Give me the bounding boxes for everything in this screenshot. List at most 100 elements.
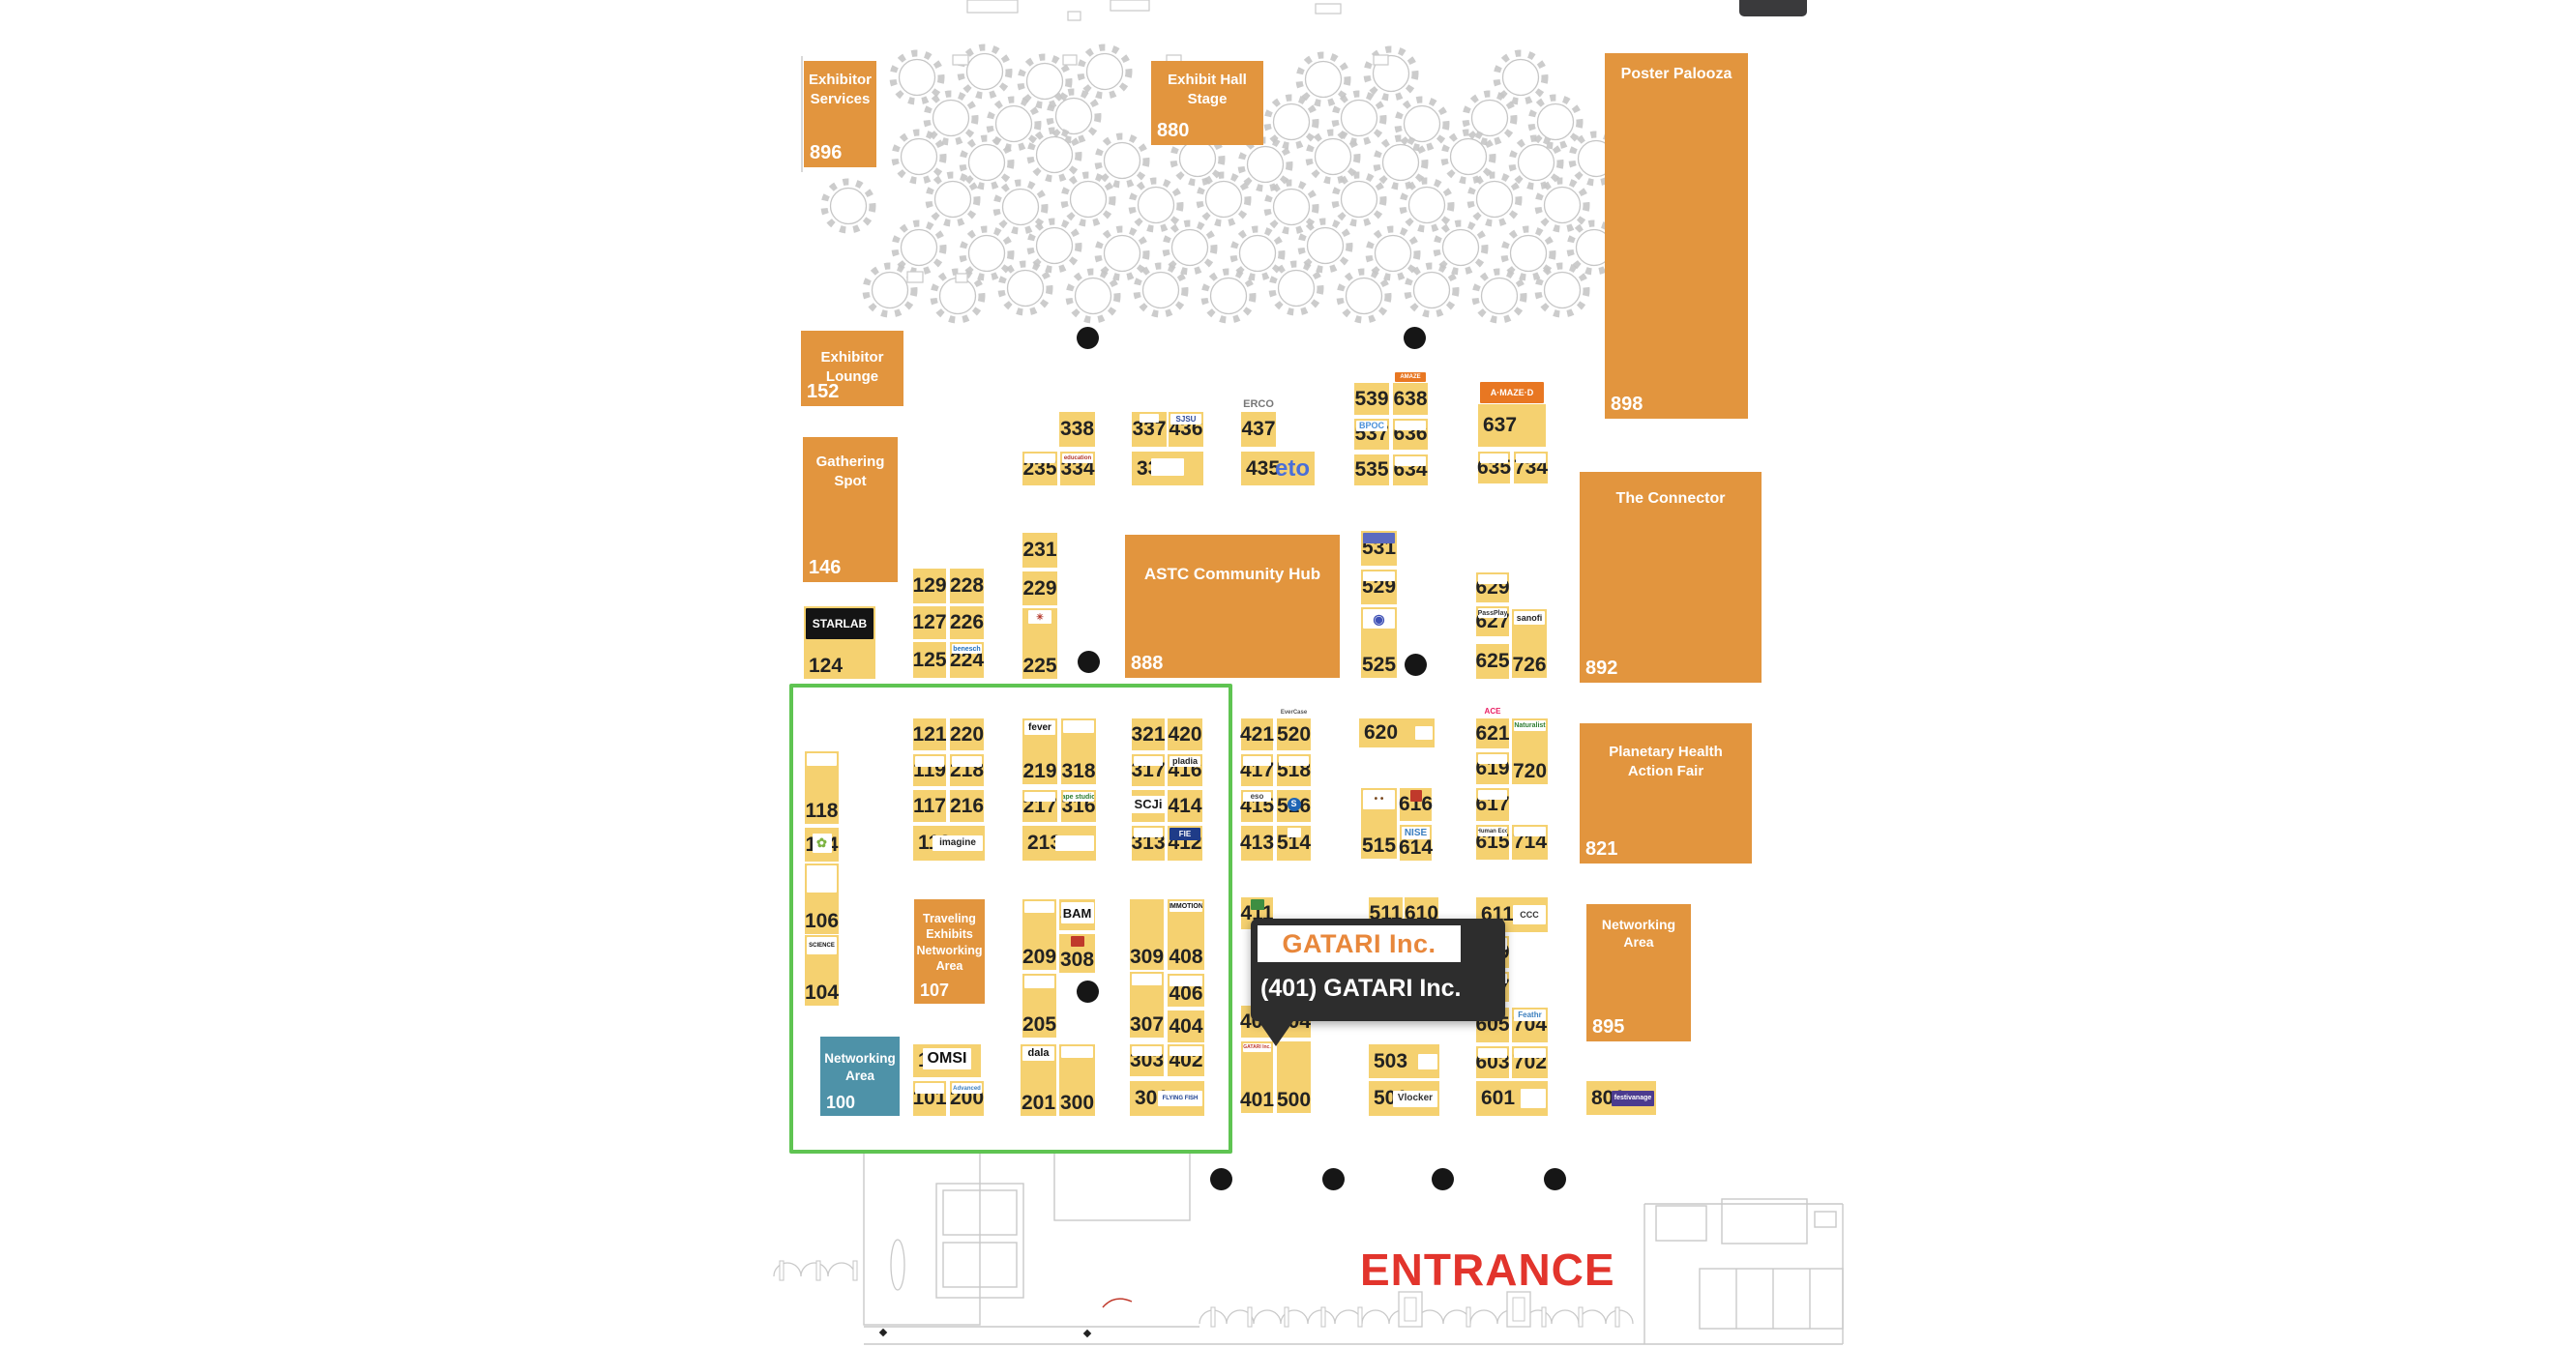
booth-225[interactable]: ✳225 [1022,608,1057,679]
booth-414[interactable]: 414 [1168,790,1202,822]
booth-634[interactable]: 634 [1393,454,1428,485]
booth-310[interactable]: BAM310 [1059,899,1095,930]
booth-616[interactable]: 616 [1399,788,1433,821]
booth-620[interactable]: 620 [1359,718,1435,747]
booth-734[interactable]: 734 [1514,452,1548,483]
booth-402[interactable]: 402 [1168,1044,1204,1076]
booth-106[interactable]: 106 [805,864,839,934]
booth-338[interactable]: 338 [1059,412,1095,447]
booth-500[interactable]: 500 [1277,1041,1311,1113]
booth-121[interactable]: 121 [912,707,947,750]
booth-308[interactable]: 308 [1059,934,1095,973]
booth-318[interactable]: 318 [1061,718,1096,784]
booth-209[interactable]: 209 [1022,899,1056,970]
booth-303[interactable]: 303 [1130,1044,1164,1076]
booth-217[interactable]: 217 [1022,790,1057,822]
booth-129[interactable]: 129 [912,557,947,603]
booth-413[interactable]: 413 [1240,826,1274,861]
booth-307[interactable]: 307 [1130,972,1164,1038]
booth-317[interactable]: 317 [1131,754,1166,786]
booth-315[interactable]: SCJi315 [1128,790,1169,822]
booth-228[interactable]: 228 [950,569,984,603]
booth-229[interactable]: 229 [1022,571,1057,605]
booth-516[interactable]: S516 [1277,790,1311,822]
booth-205[interactable]: 205 [1022,974,1056,1038]
booth-518[interactable]: 518 [1277,754,1311,786]
booth-309[interactable]: 309 [1130,899,1164,970]
booth-401[interactable]: GATARI Inc.401 [1240,1041,1274,1113]
booth-601[interactable]: 601 [1476,1081,1548,1116]
booth-531[interactable]: 531 [1361,531,1397,566]
booth-114[interactable]: ✿114 [805,828,839,862]
booth-313[interactable]: 313 [1131,826,1166,861]
booth-514[interactable]: 514 [1277,826,1311,861]
booth-118[interactable]: 118 [805,751,839,824]
booth-619[interactable]: 619 [1475,752,1510,784]
booth-220[interactable]: 220 [950,707,984,750]
booth-525[interactable]: ◉525 [1361,607,1397,678]
booth-635[interactable]: 635 [1477,452,1511,483]
booth-125[interactable]: 125 [912,642,947,678]
booth-119[interactable]: 119 [913,754,946,786]
booth-625[interactable]: 625 [1475,644,1510,679]
booth-300[interactable]: 300 [1059,1044,1095,1116]
booth-113[interactable]: imagine113 [913,826,985,861]
booth-117[interactable]: 117 [913,790,946,822]
booth-101[interactable]: 101 [912,1081,947,1116]
booth-636[interactable]: 636 [1393,419,1428,450]
booth-539[interactable]: 539 [1354,383,1389,415]
booth-226[interactable]: 226 [950,606,984,639]
toolbar-fragment[interactable] [1739,0,1807,16]
booth-216[interactable]: 216 [950,790,984,822]
booth-218[interactable]: 218 [950,754,984,786]
booth-231[interactable]: 231 [1022,533,1057,568]
booth-702[interactable]: 702 [1512,1046,1548,1078]
booth-515[interactable]: • •515 [1361,788,1397,859]
booth-337[interactable]: 337 [1132,412,1167,447]
booth-529[interactable]: 529 [1361,570,1397,604]
booth-321[interactable]: 321 [1131,707,1166,750]
booth-335[interactable]: 335 [1132,452,1203,485]
booth-406[interactable]: 406 [1168,974,1204,1007]
booth-421[interactable]: 421 [1240,707,1274,750]
booth-503[interactable]: 503 [1369,1044,1439,1078]
booth-714[interactable]: 714 [1512,825,1548,860]
booth-420[interactable]: 420 [1168,707,1202,750]
booth-535[interactable]: 535 [1354,454,1389,485]
